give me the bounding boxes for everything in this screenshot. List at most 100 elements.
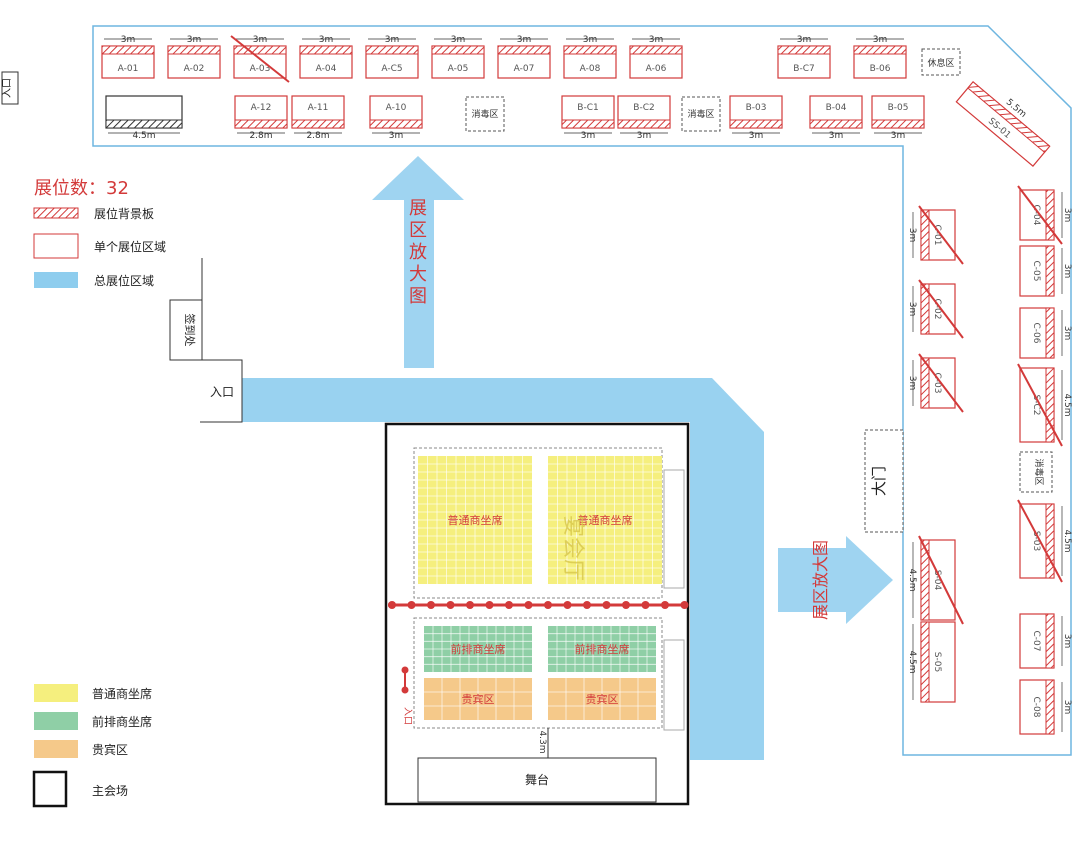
booth-count: 展位数：32	[34, 178, 129, 199]
booth-dim-label: 3m	[385, 35, 400, 45]
booth-c-08: C-08 3m	[1019, 679, 1072, 735]
booth-row-a: A-013mA-023mA-033mA-043mA-C53mA-053mA-07…	[101, 35, 907, 83]
seat-blocks: 普通商坐席普通商坐席前排商坐席前排商坐席贵宾区贵宾区	[418, 456, 662, 720]
booth-dim-label: 4.5m	[907, 568, 917, 591]
total-exhibit-flow	[242, 378, 764, 760]
booth-id-label: B-05	[888, 103, 909, 113]
booth-c-01: C-01 3m	[907, 205, 964, 265]
booth-dim-label: 3m	[907, 228, 917, 243]
booth-dim-label: 3m	[749, 131, 764, 141]
booth-id-label: C-03	[932, 373, 942, 394]
booth-id-label: B-04	[826, 103, 847, 113]
booth-id-label: S-03	[1031, 531, 1041, 551]
booth-dim-label: 3m	[1062, 326, 1072, 341]
normal-seats-left: 普通商坐席	[418, 456, 532, 584]
booth-dim-label: 4.5m	[907, 650, 917, 673]
booth-dim-label: 2.8m	[306, 131, 329, 141]
booth-id-label: C-02	[932, 299, 942, 320]
legend-normal-seats: 普通商坐席	[92, 686, 152, 701]
legend-front-seats: 前排商坐席	[92, 714, 152, 729]
stage: 4.3m 舞台	[417, 728, 657, 803]
disinfect-label: 消毒区	[471, 108, 498, 120]
booth-dim-label: 3m	[581, 131, 596, 141]
booth-dim-label: 3m	[637, 131, 652, 141]
disinfect-label: 消毒区	[1033, 458, 1045, 485]
booth-id-label: B-03	[746, 103, 767, 113]
zoom-right-label: 展区放大图	[811, 540, 830, 620]
disinfect-label: 消毒区	[687, 108, 714, 120]
legend-single-area: 单个展位区域	[94, 239, 166, 254]
booth-c-02: C-02 3m	[907, 279, 964, 339]
booth-dim-label: 4.5m	[132, 131, 155, 141]
red-rope-divider	[388, 601, 689, 609]
booth-id-label: A-08	[580, 64, 601, 74]
booth-id-label: A-11	[308, 103, 329, 113]
booth-dim-label: 3m	[873, 35, 888, 45]
booth-id-label: B-C2	[633, 103, 654, 113]
booth-id-label: A-C5	[381, 64, 402, 74]
booth-a-01: A-01 3m	[101, 35, 155, 79]
booth-id-label: S-05	[932, 652, 942, 672]
booth-id-label: A-06	[646, 64, 667, 74]
booth-dim-label: 3m	[1062, 700, 1072, 715]
rest-area-label: 休息区	[927, 57, 954, 69]
booth-id-label: S-04	[932, 570, 942, 591]
legend-main-venue: 主会场	[92, 784, 128, 798]
booth-dim-label: 3m	[907, 302, 917, 317]
booth-id-label: C-08	[1031, 697, 1041, 718]
booth-a-03: A-03 3m	[230, 35, 290, 83]
stage-label: 舞台	[525, 772, 549, 787]
booth-dim-label: 3m	[583, 35, 598, 45]
hall-watermark: 宴会厅	[560, 515, 585, 581]
booth-dim-label: 3m	[797, 35, 812, 45]
signin-desk: 签到处	[169, 299, 203, 361]
booth-id-label: A-10	[386, 103, 407, 113]
booth-dim-label: 3m	[907, 376, 917, 391]
legend-total-area: 总展位区域	[94, 273, 154, 288]
vip-area-left: 贵宾区	[424, 678, 532, 720]
booth-dim-label: 3m	[253, 35, 268, 45]
booth-dim-label: 4.5m	[1062, 529, 1072, 552]
aisle-marker: 入口	[401, 666, 413, 725]
booth-row-b: 4.5mA-122.8mA-112.8mA-103mB-C13mB-C23mB-…	[105, 95, 925, 141]
booth-dim-label: 3m	[829, 131, 844, 141]
booth-id-label: A-05	[448, 64, 469, 74]
booth-s-04: S-04 4.5m	[907, 535, 964, 625]
entrance-vertical-label: 入口	[2, 78, 13, 98]
booth-id-label: A-01	[118, 64, 139, 74]
booth-a-08: A-08 3m	[563, 35, 617, 79]
booth-s-05: S-05 4.5m	[907, 621, 956, 703]
booth-id-label: A-04	[316, 64, 337, 74]
booth-b-c2: B-C2 3m	[617, 95, 671, 141]
signin-label: 签到处	[183, 314, 197, 347]
booth-a-11: A-11 2.8m	[291, 95, 345, 141]
front-seats-right: 前排商坐席	[548, 626, 656, 672]
booth-dim-label: 3m	[389, 131, 404, 141]
booth-id-label: C-01	[932, 225, 942, 246]
disinfect-box-1: 消毒区	[465, 96, 505, 132]
booth-id-label: C-05	[1031, 261, 1041, 282]
booth-b-c1: B-C1 3m	[561, 95, 615, 141]
booth-dim-label: 4.5m	[1062, 393, 1072, 416]
booth-id-label: B-C1	[577, 103, 598, 113]
main-gate-label: 大门	[870, 466, 888, 496]
aisle-label: 入口	[402, 707, 413, 725]
booth-dim-label: 3m	[121, 35, 136, 45]
corridor-wall	[200, 258, 243, 423]
vip-area-left-label: 贵宾区	[462, 692, 495, 706]
legend: 展位数：32 展位背景板 单个展位区域 总展位区域 普通商坐席 前排商坐席 贵宾…	[32, 178, 166, 808]
booth-id-label: A-03	[250, 64, 271, 74]
